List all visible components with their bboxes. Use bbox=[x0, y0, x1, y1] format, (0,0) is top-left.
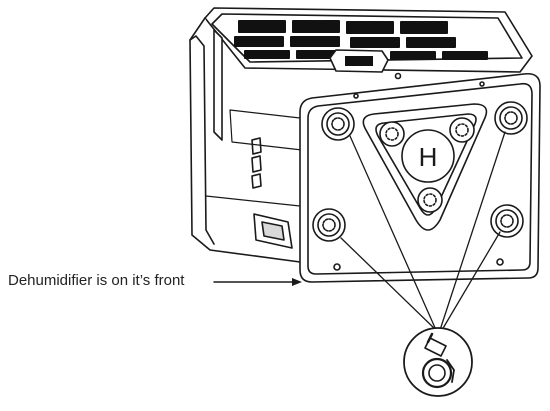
arrow-icon bbox=[213, 278, 302, 286]
hub-bolt bbox=[449, 117, 475, 143]
leader-lines bbox=[340, 131, 506, 331]
hex-screw-icon bbox=[494, 101, 528, 135]
side-vent bbox=[251, 137, 262, 189]
hex-screw-icon bbox=[312, 208, 346, 242]
side-panel bbox=[189, 17, 331, 263]
hex-screw-icon bbox=[490, 204, 524, 238]
caster-wheel-icon bbox=[403, 327, 473, 397]
caster-mount-plate: H bbox=[362, 103, 488, 231]
hex-screw-icon bbox=[321, 107, 355, 141]
hub-bolt bbox=[379, 121, 405, 147]
top-grille bbox=[204, 7, 533, 80]
caption-label: Dehumidifier is on it’s front bbox=[8, 272, 185, 289]
hub-bolt bbox=[417, 187, 443, 213]
hub-letter: H bbox=[419, 142, 438, 172]
